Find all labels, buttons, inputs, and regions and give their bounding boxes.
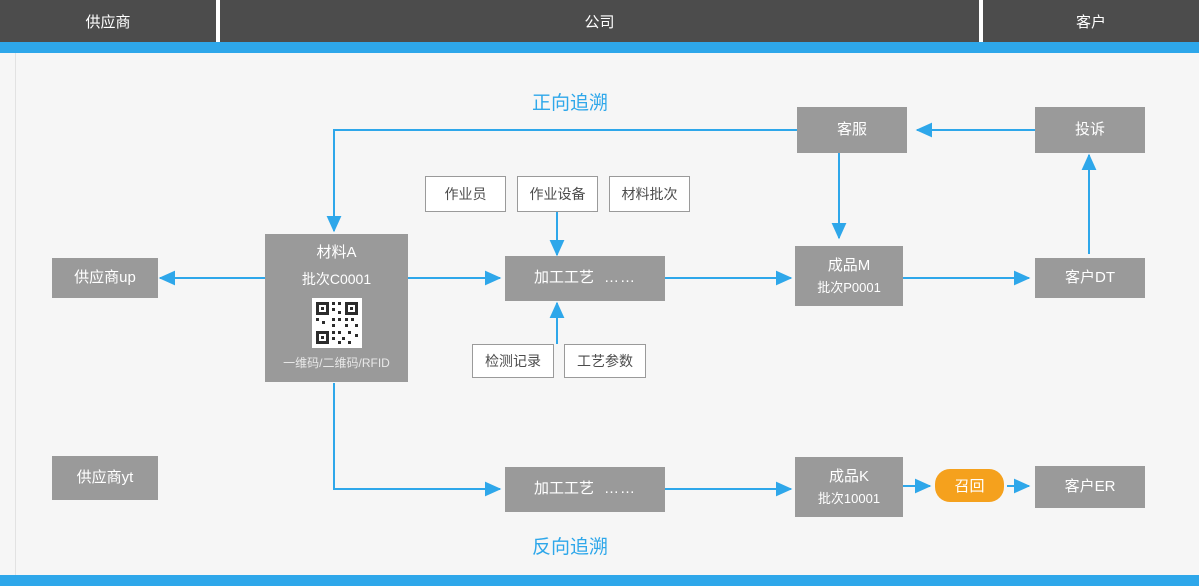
attr-process-params-label: 工艺参数 (577, 353, 633, 369)
node-product-k-batch: 批次10001 (817, 490, 881, 506)
attr-material-batch-label: 材料批次 (621, 186, 678, 202)
node-supplier-yt[interactable]: 供应商yt (52, 456, 158, 500)
attr-operator-label: 作业员 (444, 186, 487, 202)
header-label-supplier: 供应商 (85, 13, 131, 31)
node-customer-dt-label: 客户DT (1065, 268, 1115, 286)
node-process-bottom[interactable]: 加工工艺 …… (505, 467, 665, 512)
header-cell-supplier: 供应商 (0, 0, 216, 51)
node-supplier-yt-label: 供应商yt (76, 468, 134, 486)
node-complaint[interactable]: 投诉 (1035, 107, 1145, 153)
node-recall-label: 召回 (954, 478, 985, 495)
node-material-a-title: 材料A (316, 244, 357, 261)
node-customer-er-label: 客户ER (1064, 477, 1116, 495)
node-material-a-codes: 一维码/二维码/RFID (283, 355, 390, 370)
node-process-top-dots: …… (604, 269, 636, 287)
node-product-k-title: 成品K (828, 468, 869, 485)
node-product-k[interactable]: 成品K 批次10001 (795, 457, 903, 517)
accent-bar-bottom (0, 575, 1199, 586)
node-recall[interactable]: 召回 (935, 469, 1004, 502)
attr-process-params[interactable]: 工艺参数 (564, 344, 646, 378)
header-cell-customer: 客户 (983, 0, 1199, 51)
node-customer-dt[interactable]: 客户DT (1035, 258, 1145, 298)
node-process-top-label: 加工工艺 (533, 269, 594, 287)
node-process-bottom-label: 加工工艺 (533, 480, 594, 498)
node-material-a[interactable]: 材料A 批次C0001 (265, 234, 408, 382)
node-supplier-up[interactable]: 供应商up (52, 258, 158, 298)
attr-inspection-record[interactable]: 检测记录 (472, 344, 554, 378)
attr-material-batch[interactable]: 材料批次 (609, 176, 690, 212)
qr-code-icon (311, 297, 362, 348)
accent-bar-top (0, 42, 1199, 53)
node-product-m-title: 成品M (827, 257, 871, 274)
header-bar: 供应商 公司 客户 (0, 0, 1199, 51)
header-label-company: 公司 (584, 13, 615, 31)
left-divider-line (15, 53, 16, 575)
node-complaint-label: 投诉 (1074, 120, 1105, 138)
node-process-top[interactable]: 加工工艺 …… (505, 256, 665, 301)
backward-trace-label: 反向追溯 (531, 537, 608, 558)
header-divider-1 (216, 0, 220, 42)
node-material-a-batch: 批次C0001 (301, 270, 372, 287)
node-process-bottom-dots: …… (604, 480, 636, 498)
node-supplier-up-label: 供应商up (74, 268, 136, 286)
node-product-m-batch: 批次P0001 (817, 279, 881, 295)
header-cell-company: 公司 (220, 0, 979, 51)
attr-equipment[interactable]: 作业设备 (517, 176, 598, 212)
forward-trace-label: 正向追溯 (531, 93, 608, 114)
header-label-customer: 客户 (1075, 13, 1106, 31)
node-service[interactable]: 客服 (797, 107, 907, 153)
attr-equipment-label: 作业设备 (529, 186, 586, 202)
node-customer-er[interactable]: 客户ER (1035, 466, 1145, 508)
node-service-label: 客服 (836, 120, 867, 138)
header-divider-2 (979, 0, 983, 42)
node-product-m[interactable]: 成品M 批次P0001 (795, 246, 903, 306)
attr-operator[interactable]: 作业员 (425, 176, 506, 212)
attr-inspection-record-label: 检测记录 (485, 353, 541, 369)
